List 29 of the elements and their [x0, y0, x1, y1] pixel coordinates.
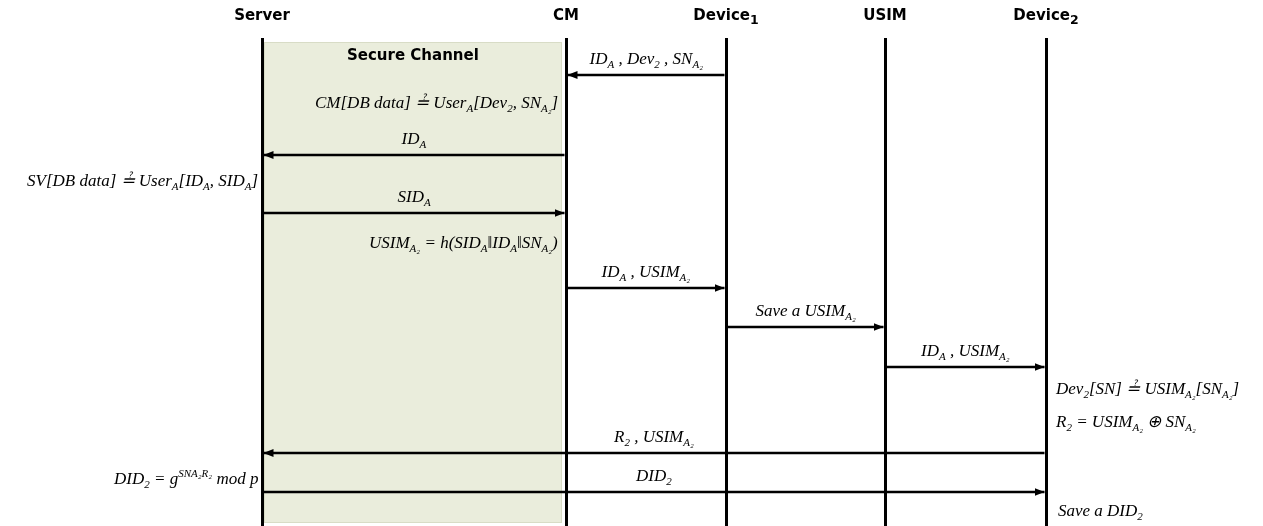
edge-label: ID$_{A}$: [401, 128, 427, 153]
participant-label: Server: [233, 6, 291, 24]
edge-label: DID$_{2}$: [636, 465, 672, 490]
edge-label: ID$_{A}$ , Dev$_{2}$ , SN$_{A₂}$: [589, 48, 703, 73]
message-arrow: [263, 488, 1045, 496]
message-arrow: [886, 363, 1045, 371]
band-title: Secure Channel: [347, 46, 479, 64]
edge-label: SID$_{A}$: [397, 186, 431, 211]
computation-note: Save a DID$_{2}$: [1058, 500, 1143, 525]
message-arrow: [727, 323, 884, 331]
edge-label: ID$_{A}$ , USIM$_{A₂}$: [601, 261, 691, 286]
edge-label: R$_{2}$ , USIM$_{A₂}$: [614, 426, 694, 451]
edge-label: Save a USIM$_{A₂}$: [755, 300, 856, 325]
message-arrow: [263, 209, 565, 217]
computation-note: SV[DB data] ≟ User$_{A}$[ID$_{A}$, SID$_{A}$]: [27, 170, 259, 195]
computation-note: USIM$_{A₂}$ = h(SID$_{A}$‖ID$_{A}$‖SN$_{A₂}$): [369, 232, 558, 257]
message-arrow: [263, 151, 565, 159]
message-arrow: [567, 71, 725, 79]
participant-label: CM: [552, 6, 580, 24]
computation-note: Dev$_{2}$[SN] ≟ USIM$_{A₂}$[SN$_{A₂}$]: [1056, 378, 1240, 403]
message-arrow: [567, 284, 725, 292]
participant-label: Device$_{1}$: [692, 6, 760, 27]
edge-label: ID$_{A}$ , USIM$_{A₂}$: [921, 340, 1010, 365]
computation-note: R$_{2}$ = USIM$_{A₂}$ ⊕ SN$_{A₂}$: [1056, 411, 1196, 436]
computation-note: DID$_{2}$ = g$^{SNA₂R₂}$ mod p: [114, 466, 259, 493]
message-arrow: [263, 449, 1045, 457]
computation-note: CM[DB data] ≟ User$_{A}$[Dev$_{2}$, SN$_{A₂}$]: [315, 92, 559, 117]
participant-label: Device$_{2}$: [1012, 6, 1080, 27]
participant-label: USIM: [862, 6, 908, 24]
